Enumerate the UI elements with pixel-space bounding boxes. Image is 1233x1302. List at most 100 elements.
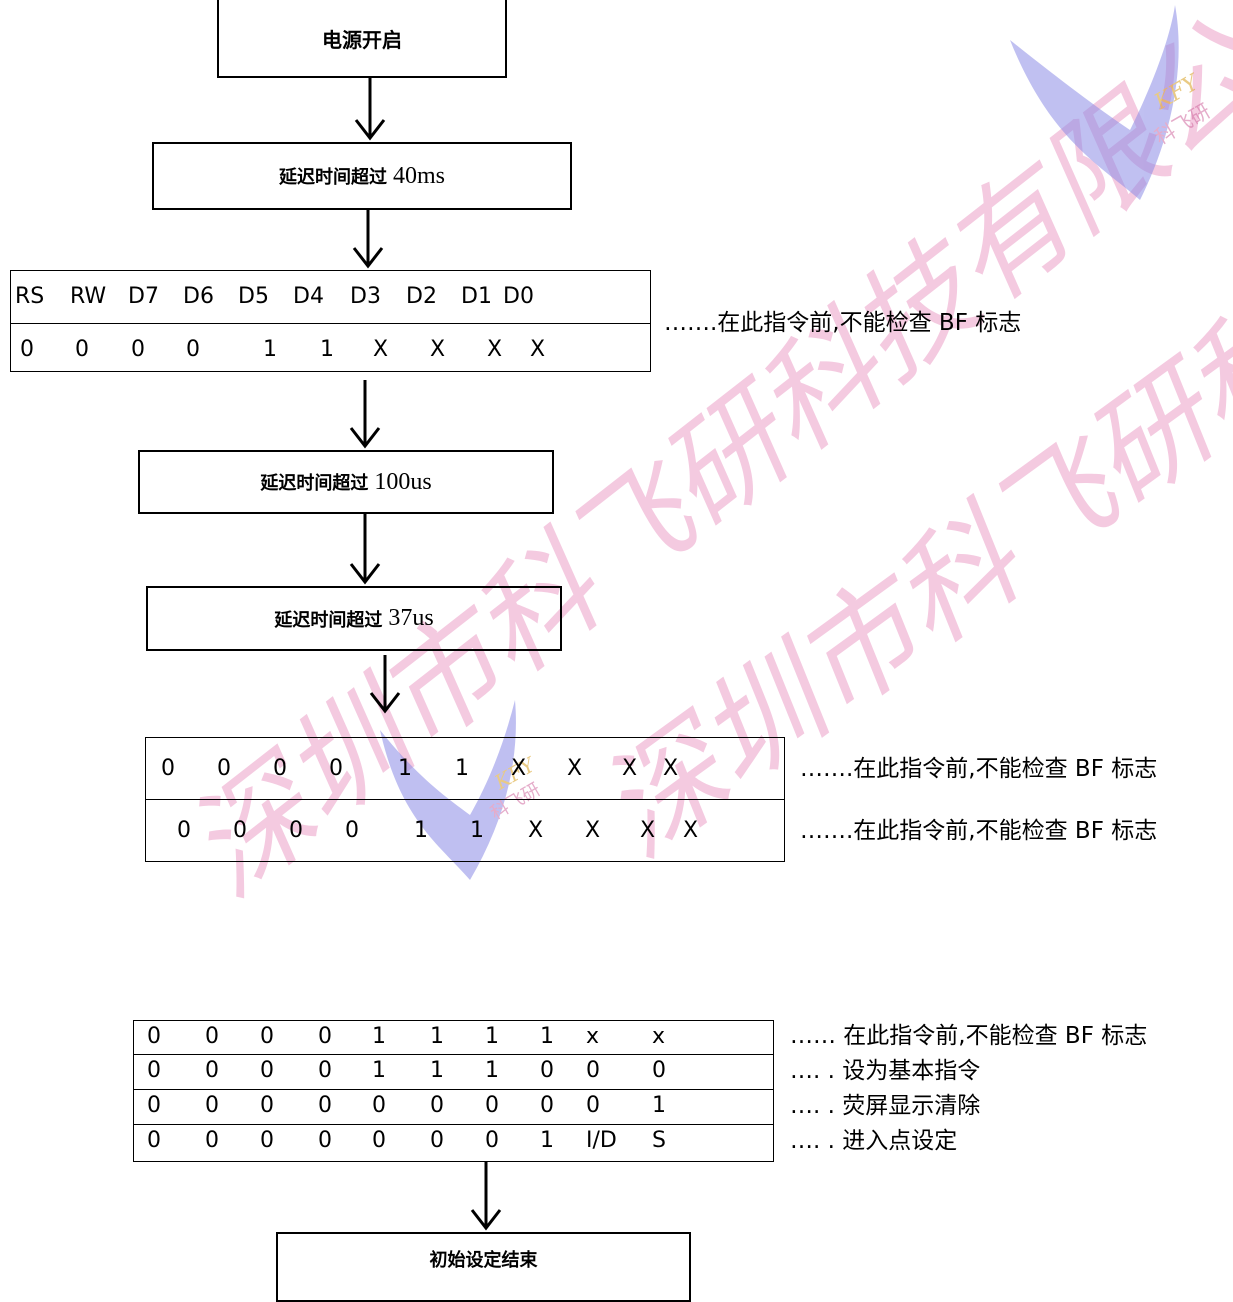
table-3-row-1-cell-8: x [586, 1024, 600, 1049]
logo-top-text: KFY [1150, 69, 1206, 116]
table-3-row-2-cell-7: 0 [540, 1058, 554, 1083]
table-2-row-1-cell-2: 0 [273, 756, 287, 781]
table-1-row-cell-6: X [373, 337, 389, 362]
arrow-3 [349, 380, 381, 449]
table-2-row-1-cell-0: 0 [161, 756, 175, 781]
table-3-row-1-cell-0: 0 [147, 1024, 161, 1049]
table-1-header-cell-4: D5 [238, 284, 269, 309]
table-1-row-cell-7: X [430, 337, 446, 362]
arrow-1 [354, 78, 386, 141]
table-3-row-4-cell-1: 0 [205, 1128, 219, 1153]
table-1-row-cell-0: 0 [20, 337, 34, 362]
table-2-divider [146, 799, 784, 800]
arrow-6 [470, 1162, 502, 1231]
table-3-divider-2 [134, 1089, 773, 1090]
arrow-5 [369, 655, 401, 714]
table-1-row-cell-9: X [530, 337, 546, 362]
delay-100us-label: 延迟时间超过 [260, 473, 369, 494]
table-2-row-1-cell-5: 1 [455, 756, 469, 781]
table-1-row-cell-4: 1 [263, 337, 277, 362]
table-1-header-cell-6: D3 [350, 284, 381, 309]
table-2-row-2-cell-0: 0 [177, 818, 191, 843]
function-set-table-1 [10, 270, 651, 372]
table-1-row-cell-3: 0 [186, 337, 200, 362]
table-2-row-2-cell-6: X [528, 818, 544, 843]
table-1-header-cell-5: D4 [293, 284, 324, 309]
table-2-row-1-cell-9: X [663, 756, 679, 781]
table-3-row-2-cell-1: 0 [205, 1058, 219, 1083]
table-2-row-2-cell-7: X [585, 818, 601, 843]
table-3-row-4-cell-4: 0 [372, 1128, 386, 1153]
table-2-row-2-cell-8: X [640, 818, 656, 843]
table-3-row-1-cell-5: 1 [430, 1024, 444, 1049]
table-2-note-2: …….在此指令前,不能检查 BF 标志 [800, 818, 1158, 844]
table-3-row-4-cell-6: 0 [485, 1128, 499, 1153]
table-3-row-3-cell-9: 1 [652, 1093, 666, 1118]
arrow-4 [349, 514, 381, 585]
table-2-note-1: …….在此指令前,不能检查 BF 标志 [800, 756, 1158, 782]
delay-37us-label: 延迟时间超过 [274, 609, 383, 631]
power-on-label: 电源开启 [322, 27, 402, 52]
table-1-header-cell-9: D0 [503, 284, 534, 309]
table-3-row-3-cell-3: 0 [318, 1093, 332, 1118]
table-3-note-2: …. . 设为基本指令 [790, 1058, 981, 1084]
delay-100us-box: 延迟时间超过 100us [138, 450, 554, 514]
table-3-row-4-cell-0: 0 [147, 1128, 161, 1153]
table-3-row-4-cell-8: I/D [586, 1128, 617, 1153]
logo-top: KFY 科飞研 [1010, 5, 1214, 200]
function-set-table-2 [145, 737, 785, 862]
table-2-row-2-cell-2: 0 [289, 818, 303, 843]
delay-40ms-label: 延迟时间超过 [278, 167, 387, 188]
table-2-row-2-cell-1: 0 [233, 818, 247, 843]
table-1-header-cell-1: RW [70, 284, 107, 309]
table-2-row-1-cell-6: X [511, 756, 527, 781]
table-1-header-cell-0: RS [15, 284, 45, 309]
table-3-row-1-cell-2: 0 [260, 1024, 274, 1049]
init-end-box: 初始设定结束 [276, 1232, 691, 1302]
table-1-divider [11, 323, 650, 324]
table-3-row-1-cell-6: 1 [485, 1024, 499, 1049]
table-3-row-1-cell-4: 1 [372, 1024, 386, 1049]
table-3-divider-3 [134, 1124, 773, 1125]
table-3-row-4-cell-7: 1 [540, 1128, 554, 1153]
table-3-row-3-cell-7: 0 [540, 1093, 554, 1118]
table-3-row-3-cell-2: 0 [260, 1093, 274, 1118]
power-on-box: 电源开启 [217, 0, 507, 78]
table-1-row-cell-8: X [487, 337, 503, 362]
logo-top-cn: 科飞研 [1151, 99, 1215, 150]
table-1-row-cell-5: 1 [320, 337, 334, 362]
table-3-row-2-cell-6: 1 [485, 1058, 499, 1083]
table-1-note: …….在此指令前,不能检查 BF 标志 [664, 310, 1022, 336]
table-2-row-1-cell-7: X [567, 756, 583, 781]
table-3-row-3-cell-1: 0 [205, 1093, 219, 1118]
table-2-row-2-cell-3: 0 [345, 818, 359, 843]
delay-37us-value: 37us [388, 605, 434, 631]
table-3-row-3-cell-8: 0 [586, 1093, 600, 1118]
table-3-row-2-cell-2: 0 [260, 1058, 274, 1083]
arrow-2 [352, 210, 384, 269]
table-3-row-4-cell-3: 0 [318, 1128, 332, 1153]
table-3-row-2-cell-8: 0 [586, 1058, 600, 1083]
table-1-header-cell-7: D2 [406, 284, 437, 309]
table-2-row-2-cell-9: X [683, 818, 699, 843]
delay-40ms-value: 40ms [392, 162, 445, 189]
table-2-row-1-cell-4: 1 [398, 756, 412, 781]
table-3-row-2-cell-0: 0 [147, 1058, 161, 1083]
table-3-row-3-cell-5: 0 [430, 1093, 444, 1118]
table-3-row-3-cell-4: 0 [372, 1093, 386, 1118]
table-1-header-cell-8: D1 [461, 284, 492, 309]
init-end-label: 初始设定结束 [429, 1250, 538, 1271]
table-1-header-cell-2: D7 [128, 284, 159, 309]
table-3-row-2-cell-5: 1 [430, 1058, 444, 1083]
table-3-note-4: …. . 进入点设定 [790, 1128, 958, 1154]
table-3-row-4-cell-5: 0 [430, 1128, 444, 1153]
table-3-row-4-cell-2: 0 [260, 1128, 274, 1153]
delay-37us-box: 延迟时间超过 37us [146, 586, 562, 651]
table-3-row-1-cell-7: 1 [540, 1024, 554, 1049]
table-2-row-1-cell-8: X [622, 756, 638, 781]
table-3-note-3: …. . 荧屏显示清除 [790, 1093, 981, 1119]
table-2-row-1-cell-1: 0 [217, 756, 231, 781]
delay-100us-value: 100us [374, 468, 432, 495]
table-3-row-2-cell-9: 0 [652, 1058, 666, 1083]
table-2-row-2-cell-4: 1 [414, 818, 428, 843]
